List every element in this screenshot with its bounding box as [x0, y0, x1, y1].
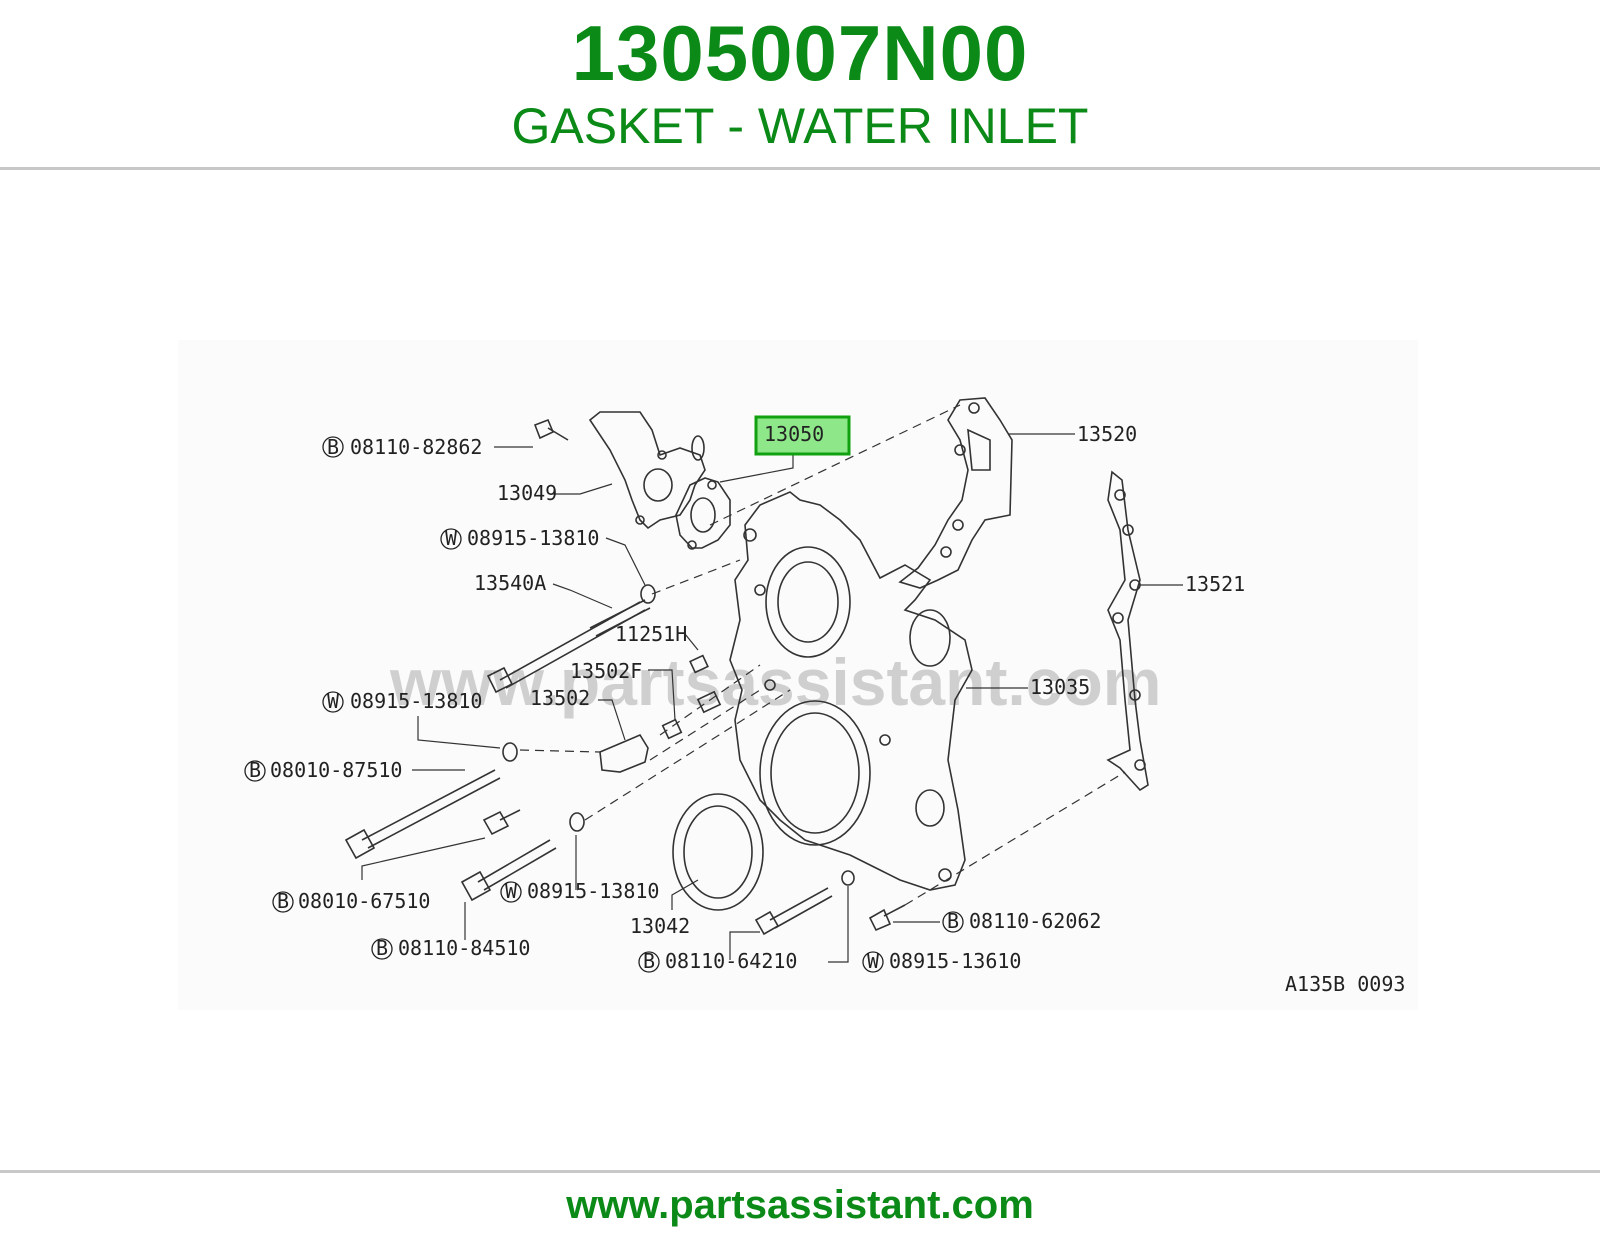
svg-text:08915-13810: 08915-13810 [467, 526, 599, 550]
svg-text:08915-13610: 08915-13610 [889, 949, 1021, 973]
callout-08915-13810-c: W 08915-13810 [500, 879, 659, 903]
svg-text:08110-84510: 08110-84510 [398, 936, 530, 960]
footer-divider [0, 1170, 1600, 1173]
highlight-box-13050 [754, 415, 851, 456]
callout-08915-13810-b: W 08915-13810 [322, 689, 482, 713]
svg-text:08915-13810: 08915-13810 [350, 689, 482, 713]
svg-text:W: W [445, 526, 458, 550]
svg-text:08010-67510: 08010-67510 [298, 889, 430, 913]
callout-08110-62062: B 08110-62062 [942, 909, 1101, 933]
water-inlet-13049-shape [588, 411, 706, 530]
diagram-linework [344, 397, 1183, 963]
svg-text:W: W [867, 949, 880, 973]
svg-text:08010-87510: 08010-87510 [270, 758, 402, 782]
callout-08915-13810-a: W 08915-13810 [440, 526, 599, 550]
svg-text:08110-64210: 08110-64210 [665, 949, 797, 973]
callout-13049: 13049 [497, 481, 557, 505]
gasket-13520-shape [898, 397, 1013, 589]
svg-text:W: W [327, 689, 340, 713]
callout-13521: 13521 [1185, 572, 1245, 596]
diagram-code: A135B 0093 [1285, 972, 1405, 996]
callout-13502: 13502 [530, 686, 590, 710]
callout-08915-13610: W 08915-13610 [862, 949, 1021, 973]
callout-08110-64210: B 08110-64210 [638, 949, 797, 973]
callout-13042: 13042 [630, 914, 690, 938]
part-number-title: 1305007N00 [571, 9, 1029, 97]
header-divider [0, 167, 1600, 170]
callout-11251h: 11251H [615, 622, 687, 646]
svg-text:08110-82862: 08110-82862 [350, 435, 482, 459]
callout-08110-82862: B 08110-82862 [322, 435, 482, 459]
svg-text:B: B [277, 889, 289, 913]
callout-13050: 13050 [764, 422, 824, 446]
svg-text:B: B [376, 936, 388, 960]
gasket-13521-shape [1106, 470, 1149, 792]
svg-text:08915-13810: 08915-13810 [527, 879, 659, 903]
svg-text:B: B [327, 435, 339, 459]
svg-text:08110-62062: 08110-62062 [969, 909, 1101, 933]
part-name-subtitle: GASKET - WATER INLET [511, 98, 1089, 154]
callout-08110-84510: B 08110-84510 [371, 936, 530, 960]
svg-text:W: W [505, 879, 518, 903]
oil-seal-13042-shape [672, 793, 764, 911]
svg-text:B: B [643, 949, 655, 973]
footer-website[interactable]: www.partsassistant.com [566, 1183, 1034, 1227]
callout-08010-67510: B 08010-67510 [272, 889, 430, 913]
bracket-13502-shape [599, 733, 649, 773]
svg-text:B: B [947, 909, 959, 933]
svg-text:B: B [249, 758, 261, 782]
callout-13502f: 13502F [570, 659, 642, 683]
callout-13035: 13035 [1030, 675, 1090, 699]
callout-08010-87510: B 08010-87510 [244, 758, 402, 782]
callout-13540a: 13540A [474, 571, 546, 595]
page-header: 1305007N00 GASKET - WATER INLET [0, 0, 1600, 170]
front-cover-13035-shape [729, 491, 973, 891]
callout-13520: 13520 [1077, 422, 1137, 446]
